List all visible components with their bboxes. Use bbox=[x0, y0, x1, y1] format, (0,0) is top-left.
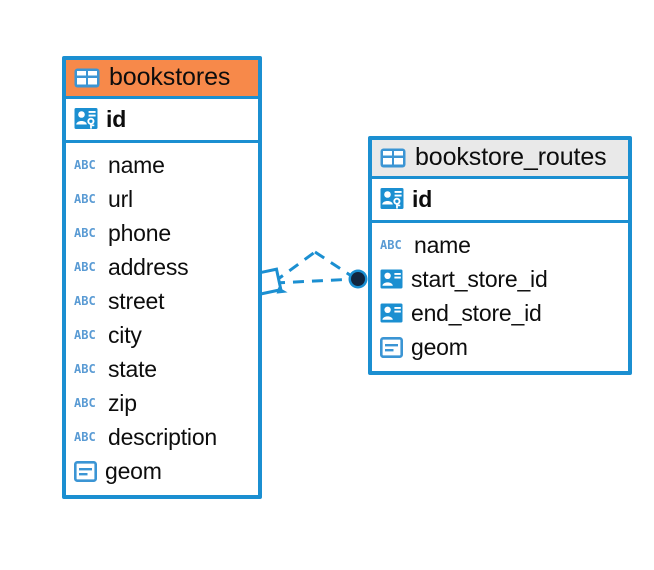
entity-key-block: id bbox=[372, 179, 628, 223]
abc-text-icon: ABC bbox=[380, 238, 402, 252]
field-label: url bbox=[108, 185, 133, 212]
entity-key-block: id bbox=[66, 99, 258, 143]
primary-key-icon bbox=[380, 188, 404, 209]
abc-text-icon: ABC bbox=[74, 192, 96, 206]
entity-field-block: ABC name start_store_id bbox=[372, 223, 628, 371]
field-row-id[interactable]: id bbox=[66, 102, 258, 136]
abc-text-icon: ABC bbox=[74, 430, 96, 444]
abc-text-icon: ABC bbox=[74, 260, 96, 274]
field-label: description bbox=[108, 423, 218, 450]
field-label: phone bbox=[108, 219, 171, 246]
field-label: state bbox=[108, 355, 157, 382]
table-icon bbox=[74, 68, 100, 87]
field-label: name bbox=[108, 151, 165, 178]
relationship-line-lower bbox=[273, 277, 357, 285]
field-row-start-store-id[interactable]: start_store_id bbox=[372, 262, 628, 296]
abc-text-icon: ABC bbox=[74, 328, 96, 342]
field-row-geom[interactable]: geom bbox=[372, 330, 628, 364]
field-label: id bbox=[106, 105, 127, 132]
abc-text-icon: ABC bbox=[74, 396, 96, 410]
field-row-end-store-id[interactable]: end_store_id bbox=[372, 296, 628, 330]
field-row-zip[interactable]: ABC zip bbox=[66, 386, 258, 420]
entity-bookstores[interactable]: bookstores id ABC name bbox=[62, 56, 262, 499]
relationship-line-upper-right bbox=[314, 250, 357, 281]
foreign-key-icon bbox=[380, 303, 403, 323]
field-row-geom[interactable]: geom bbox=[66, 454, 258, 488]
field-row-name[interactable]: ABC name bbox=[372, 228, 628, 262]
field-label: id bbox=[412, 185, 433, 212]
field-row-id[interactable]: id bbox=[372, 182, 628, 216]
geometry-icon bbox=[380, 336, 403, 358]
abc-text-icon: ABC bbox=[74, 158, 96, 172]
geometry-icon bbox=[74, 460, 97, 482]
relationship-line-upper-left bbox=[273, 250, 316, 284]
field-row-name[interactable]: ABC name bbox=[66, 148, 258, 182]
field-label: city bbox=[108, 321, 142, 348]
field-row-description[interactable]: ABC description bbox=[66, 420, 258, 454]
entity-title: bookstore_routes bbox=[415, 143, 607, 171]
entity-bookstore-routes[interactable]: bookstore_routes id ABC na bbox=[368, 136, 632, 375]
field-label: geom bbox=[105, 457, 162, 484]
relationship-connector[interactable] bbox=[255, 238, 375, 308]
abc-text-icon: ABC bbox=[74, 362, 96, 376]
relationship-to-marker bbox=[348, 269, 368, 289]
entity-header-bookstore-routes[interactable]: bookstore_routes bbox=[372, 140, 628, 179]
field-label: geom bbox=[411, 333, 468, 360]
table-icon bbox=[380, 148, 406, 167]
entity-field-block: ABC name ABC url ABC phone ABC address A… bbox=[66, 143, 258, 495]
field-row-state[interactable]: ABC state bbox=[66, 352, 258, 386]
field-label: name bbox=[414, 231, 471, 258]
field-row-url[interactable]: ABC url bbox=[66, 182, 258, 216]
entity-header-bookstores[interactable]: bookstores bbox=[66, 60, 258, 99]
field-row-street[interactable]: ABC street bbox=[66, 284, 258, 318]
field-label: zip bbox=[108, 389, 137, 416]
field-label: street bbox=[108, 287, 165, 314]
foreign-key-icon bbox=[380, 269, 403, 289]
field-label: address bbox=[108, 253, 189, 280]
entity-title: bookstores bbox=[109, 63, 231, 91]
abc-text-icon: ABC bbox=[74, 294, 96, 308]
field-label: end_store_id bbox=[411, 299, 542, 326]
field-row-address[interactable]: ABC address bbox=[66, 250, 258, 284]
field-row-city[interactable]: ABC city bbox=[66, 318, 258, 352]
field-label: start_store_id bbox=[411, 265, 548, 292]
abc-text-icon: ABC bbox=[74, 226, 96, 240]
field-row-phone[interactable]: ABC phone bbox=[66, 216, 258, 250]
primary-key-icon bbox=[74, 108, 98, 129]
